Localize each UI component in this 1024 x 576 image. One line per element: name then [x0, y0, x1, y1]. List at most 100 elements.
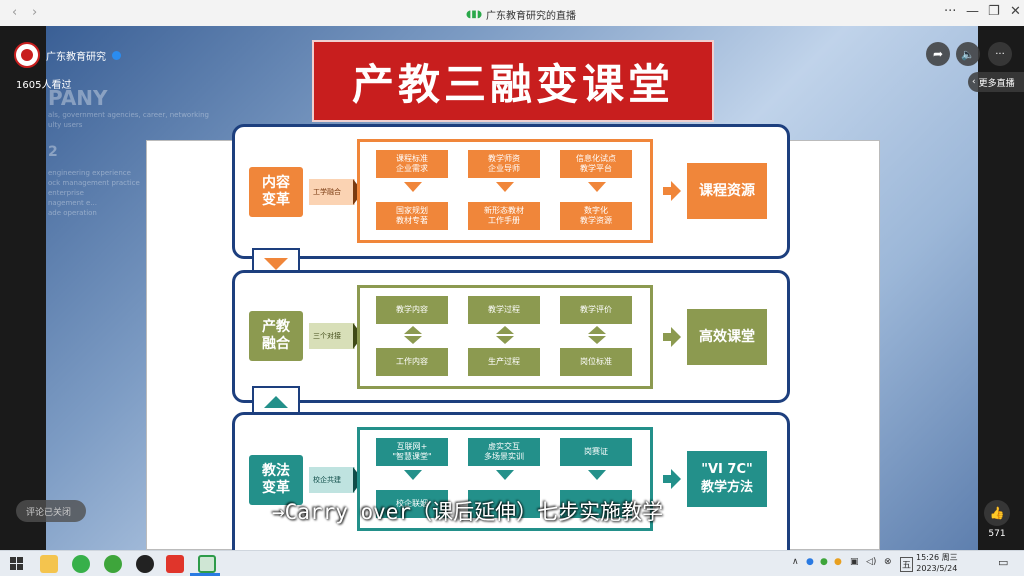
active-app-indicator: [190, 573, 220, 576]
channel-name[interactable]: 广东教育研究: [46, 51, 106, 63]
connector-label: 校企共建: [309, 467, 363, 493]
down-arrow-icon: [588, 182, 606, 192]
grid-cell: 岗赛证: [560, 438, 632, 466]
speaker-icon[interactable]: ◁): [866, 557, 877, 567]
grid-cell: 岗位标准: [560, 348, 632, 376]
panel-industry-education: 产教 融合 三个对接 教学内容 教学过程 教学评价 工作内容: [232, 270, 790, 403]
system-clock[interactable]: 15:26 周三 2023/5/24: [916, 552, 958, 574]
back-icon[interactable]: ‹: [12, 5, 18, 20]
more-live-button[interactable]: ‹ 更多直播: [968, 72, 1024, 92]
panel-result: 高效课堂: [687, 309, 767, 365]
video-frame[interactable]: PANY als, government agencies, career, n…: [46, 26, 978, 550]
grid-cell: [468, 490, 540, 518]
bg-text: ock management practice: [48, 179, 140, 187]
close-button[interactable]: ✕: [1010, 4, 1021, 19]
clock-date: 2023/5/24: [916, 564, 958, 573]
taskbar: ∧ ● ● ● ▣ ◁) ⊗ 五 15:26 周三 2023/5/24 ▭: [0, 550, 1024, 576]
slide-banner-title: 产教三融变课堂: [312, 40, 714, 122]
panel-tag: 产教 融合: [249, 311, 303, 361]
like-count: 571: [988, 529, 1006, 539]
clock-time: 15:26 周三: [916, 553, 958, 562]
down-arrow-icon: [588, 470, 606, 480]
updown-arrow-icon: [588, 326, 606, 344]
panel-grid: 教学内容 教学过程 教学评价 工作内容 生产过程 岗位标准: [357, 285, 653, 389]
grid-cell: 国家规划 教材专著: [376, 202, 448, 230]
down-arrow-icon: [404, 182, 422, 192]
panel-result: 课程资源: [687, 163, 767, 219]
chevron-up-shape: [264, 396, 288, 408]
channel-logo-icon: [21, 49, 33, 61]
right-arrow-icon: .p1 .rarrow::before{background:#f0863a}.…: [663, 181, 681, 201]
down-arrow-icon: [496, 182, 514, 192]
verified-icon: [112, 50, 121, 60]
live-subtitle: →Carry over（课后延伸）七步实施教学: [272, 500, 664, 524]
minimize-button[interactable]: —: [966, 4, 979, 19]
panel-result: "VI 7C" 教学方法: [687, 451, 767, 507]
wechat-icon[interactable]: [72, 555, 90, 573]
grid-cell: 工作内容: [376, 348, 448, 376]
bg-text: ulty users: [48, 121, 83, 129]
grid-cell: 信息化试点 教学平台: [560, 150, 632, 178]
grid-cell: 虚实交互 多场景实训: [468, 438, 540, 466]
live-sound-icon: ◖▮◗: [466, 9, 483, 20]
channel-avatar[interactable]: [14, 42, 40, 68]
browser-icon[interactable]: [104, 555, 122, 573]
live-app-icon[interactable]: [198, 555, 216, 573]
bg-text: nagement e...: [48, 199, 97, 207]
grid-cell: 新形态教材 工作手册: [468, 202, 540, 230]
window-title: ◖▮◗ 广东教育研究的直播: [466, 7, 576, 22]
grid-cell: 教学评价: [560, 296, 632, 324]
volume-button[interactable]: 🔈: [956, 42, 980, 66]
qq-icon[interactable]: [136, 555, 154, 573]
down-arrow-icon: [404, 470, 422, 480]
ime-indicator[interactable]: 五: [900, 557, 914, 572]
tray-expand-icon[interactable]: ∧: [792, 557, 799, 567]
restore-button[interactable]: ❐: [988, 4, 1000, 19]
grid-cell: [560, 490, 632, 518]
more-live-label: 更多直播: [978, 78, 1015, 89]
panel-tag: 教法 变革: [249, 455, 303, 505]
channel-info[interactable]: 广东教育研究: [14, 42, 121, 68]
grid-cell: 生产过程: [468, 348, 540, 376]
forward-icon[interactable]: ›: [32, 5, 38, 20]
file-explorer-icon[interactable]: [40, 555, 58, 573]
grid-cell: 课程标准 企业需求: [376, 150, 448, 178]
bg-text: enterprise: [48, 189, 84, 197]
window-title-text: 广东教育研究的直播: [486, 11, 577, 22]
connector-label: 三个对接: [309, 323, 363, 349]
more-options-button[interactable]: ···: [988, 42, 1012, 66]
like-button[interactable]: 👍: [984, 500, 1010, 526]
bg-text: ade operation: [48, 209, 97, 217]
panel-grid: 互联网+ "智慧课堂" 虚实交互 多场景实训 岗赛证 校企联姻: [357, 427, 653, 531]
tray-app-icon[interactable]: ▣: [850, 557, 859, 567]
panel-teaching-method: 教法 变革 校企共建 互联网+ "智慧课堂" 虚实交互 多场景实训 岗赛证 校企…: [232, 412, 790, 550]
notification-icon[interactable]: ▭: [998, 556, 1009, 569]
window-menu-icon[interactable]: ···: [944, 4, 957, 19]
bg-text: 2: [48, 144, 58, 160]
panel-tag: 内容 变革: [249, 167, 303, 217]
share-button[interactable]: ➦: [926, 42, 950, 66]
bg-text: PANY: [48, 86, 108, 110]
panel-grid: 课程标准 企业需求 教学师资 企业导师 信息化试点 教学平台 国家规划 教材专著…: [357, 139, 653, 243]
chevron-left-icon: ‹: [972, 77, 976, 87]
tray-app-icon[interactable]: ●: [820, 557, 828, 567]
bg-text: als, government agencies, career, networ…: [48, 111, 209, 119]
down-arrow-icon: [496, 470, 514, 480]
grid-cell: 数字化 教学资源: [560, 202, 632, 230]
network-icon[interactable]: ⊗: [884, 557, 892, 567]
updown-arrow-icon: [404, 326, 422, 344]
tray-app-icon[interactable]: ●: [834, 557, 842, 567]
viewer-count: 1605人看过: [16, 80, 72, 91]
grid-cell: 互联网+ "智慧课堂": [376, 438, 448, 466]
window-title-bar: ‹ › ◖▮◗ 广东教育研究的直播 ··· — ❐ ✕: [0, 0, 1024, 26]
windows-start-icon[interactable]: [8, 555, 26, 573]
wps-icon[interactable]: [166, 555, 184, 573]
grid-cell: 教学内容: [376, 296, 448, 324]
right-arrow-icon: .p2 .rarrow::before{background:#8c9a50}.…: [663, 327, 681, 347]
live-player[interactable]: PANY als, government agencies, career, n…: [0, 26, 1024, 550]
right-arrow-icon: .p3 .rarrow::before{background:#23908a}.…: [663, 469, 681, 489]
tray-app-icon[interactable]: ●: [806, 557, 814, 567]
panel-content-reform: 内容 变革 工学融合 课程标准 企业需求 教学师资 企业导师 信息化试点 教学平…: [232, 124, 790, 259]
updown-arrow-icon: [496, 326, 514, 344]
bg-text: engineering experience: [48, 169, 131, 177]
